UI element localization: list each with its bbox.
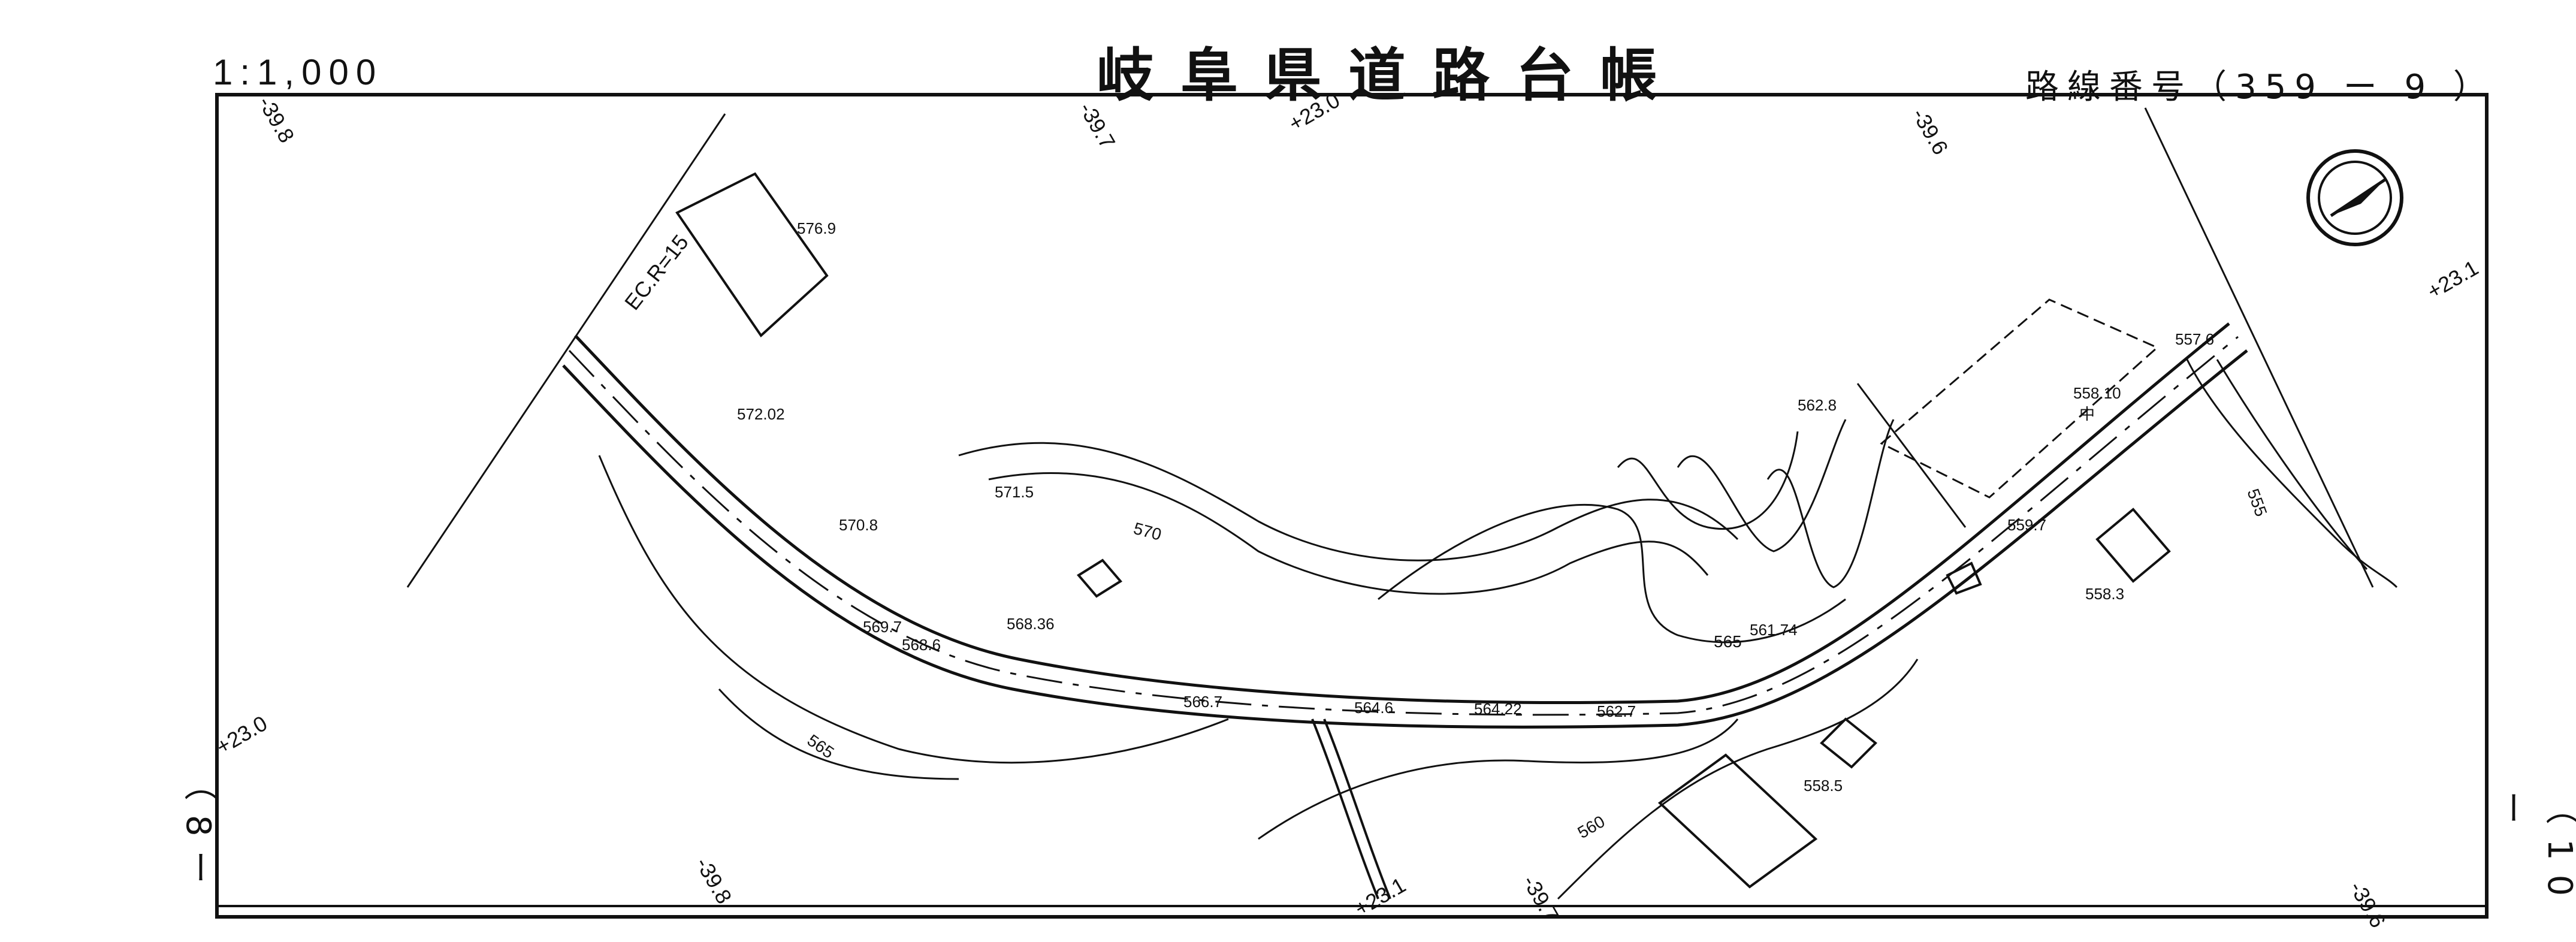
elevation-label: 562.8 <box>1798 396 1837 414</box>
contour-label: 555 <box>2243 486 2270 519</box>
buildings <box>675 172 2171 889</box>
elevation-label: 562.7 <box>1597 702 1636 720</box>
elevation-label: 558.5 <box>1804 777 1843 795</box>
contour-label: 570 <box>1131 519 1163 544</box>
contours-north <box>958 419 1895 644</box>
elevation-label: 564.22 <box>1474 700 1522 718</box>
grid-mark-label: -39.7 <box>1074 98 1121 153</box>
elevation-label: 569.7 <box>863 618 902 636</box>
elevation-label: 558.10 <box>2073 384 2121 402</box>
map-labels: EC.R=15-39.8-39.7+23.0-39.6+23.1+23.0-39… <box>212 87 2483 932</box>
elevation-label: 571.5 <box>995 483 1034 501</box>
map-symbol: 中 <box>2079 405 2095 423</box>
elevation-label: 570.8 <box>839 516 878 534</box>
elevation-label: 564.6 <box>1354 699 1393 717</box>
elevation-label: 568.36 <box>1007 615 1055 633</box>
grid-mark-label: +23.1 <box>1351 872 1410 921</box>
grid-mark-label: -39.8 <box>253 92 300 147</box>
elevation-label: 568.6 <box>902 636 941 654</box>
road-edge-north <box>574 322 2230 704</box>
grid-mark-label: +23.1 <box>2423 255 2483 304</box>
grid-mark-label: +23.0 <box>212 711 271 759</box>
grid-mark-label: -39.6 <box>2345 877 2391 932</box>
route-number: 路線番号（359 ー 9 ） <box>2025 68 2495 107</box>
side-road <box>1311 718 1391 899</box>
curve-radius-label: EC.R=15 <box>620 230 693 315</box>
north-arrow-icon <box>2306 149 2403 246</box>
elevation-label: 559.7 <box>2007 516 2046 534</box>
page-title: 岐阜県道路台帳 <box>1097 42 1684 109</box>
grid-mark-label: -39.8 <box>691 853 737 908</box>
contours-south <box>598 359 2398 900</box>
contour-label: 565 <box>1714 632 1742 651</box>
road-centerline <box>568 336 2239 716</box>
road-edge-south <box>562 349 2248 729</box>
elevation-label: 558.3 <box>2085 585 2124 603</box>
elevation-label: 557.6 <box>2175 330 2214 348</box>
elevation-label: 576.9 <box>797 219 836 237</box>
field-block <box>1880 298 2159 499</box>
sheet-link-left: （8ー <box>179 767 218 899</box>
grid-mark-label: -39.6 <box>1907 104 1953 159</box>
sheet-lines <box>406 107 2374 588</box>
sheet-link-right: （10ー <box>2492 791 2576 911</box>
map-frame <box>215 93 2489 919</box>
contour-label: 560 <box>1575 812 1608 842</box>
elevation-label: 561.74 <box>1750 621 1798 639</box>
elevation-label: 566.7 <box>1183 693 1222 711</box>
elevation-label: 572.02 <box>737 405 785 423</box>
map-scale: 1:1,000 <box>213 52 383 92</box>
contour-label: 565 <box>804 731 838 762</box>
